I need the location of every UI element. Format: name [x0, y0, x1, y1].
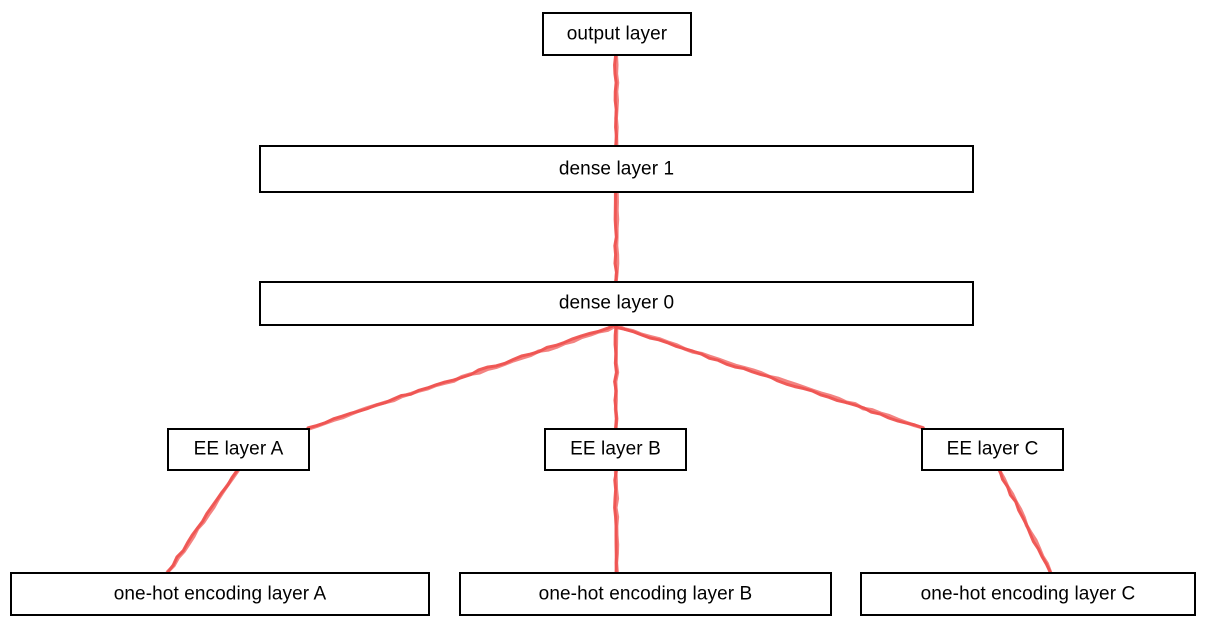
node-one-hot-encoding-layer-b[interactable]: one-hot encoding layer B — [459, 572, 832, 616]
node-ee-layer-b-label: EE layer B — [570, 438, 661, 460]
node-ee-layer-c[interactable]: EE layer C — [921, 428, 1064, 471]
node-dense-layer-1-label: dense layer 1 — [558, 158, 675, 179]
node-ee-layer-c-label: EE layer C — [946, 438, 1039, 460]
edge-onehot_b-ee_b — [613, 469, 620, 574]
node-one-hot-encoding-layer-c-label: one-hot encoding layer C — [920, 583, 1136, 604]
edge-ee_a-dense0 — [306, 323, 618, 431]
edge-dense1-output — [613, 54, 620, 147]
node-ee-layer-a-label: EE layer A — [193, 438, 284, 460]
node-one-hot-encoding-layer-a-label: one-hot encoding layer A — [113, 583, 327, 604]
node-ee-layer-b[interactable]: EE layer B — [544, 428, 687, 471]
edge-ee_b-dense0 — [613, 324, 620, 430]
node-output-layer-label: output layer — [566, 23, 668, 44]
node-ee-layer-a[interactable]: EE layer A — [167, 428, 310, 471]
node-one-hot-encoding-layer-a[interactable]: one-hot encoding layer A — [10, 572, 430, 616]
node-dense-layer-0-label: dense layer 0 — [558, 292, 675, 314]
node-one-hot-encoding-layer-c[interactable]: one-hot encoding layer C — [860, 572, 1196, 616]
edge-onehot_c-ee_c — [998, 469, 1053, 574]
node-one-hot-encoding-layer-b-label: one-hot encoding layer B — [538, 583, 753, 604]
node-output-layer[interactable]: output layer — [542, 12, 692, 56]
edge-onehot_a-ee_a — [165, 468, 240, 574]
node-dense-layer-1[interactable]: dense layer 1 — [259, 145, 974, 193]
edge-dense0-dense1 — [613, 191, 620, 283]
edge-ee_c-dense0 — [614, 323, 925, 430]
node-dense-layer-0[interactable]: dense layer 0 — [259, 281, 974, 326]
